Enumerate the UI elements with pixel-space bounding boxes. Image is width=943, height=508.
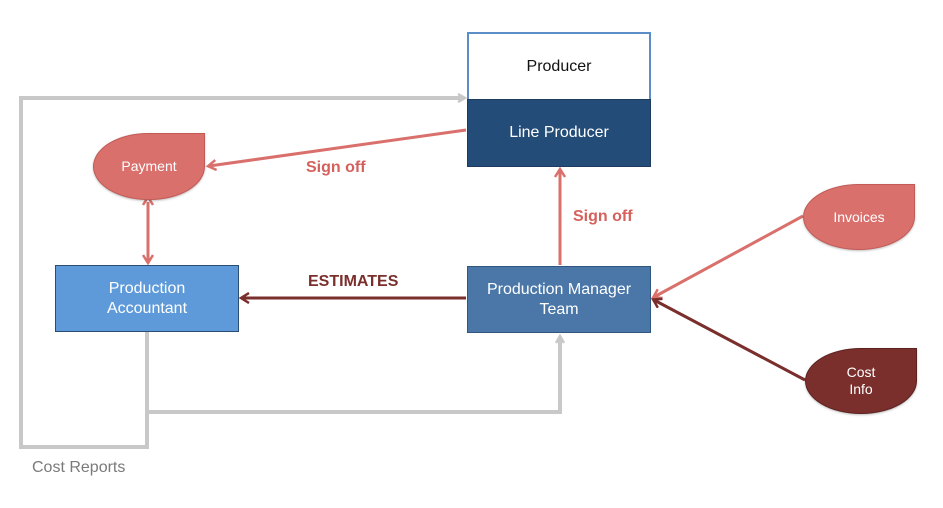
- producer-node: Producer: [467, 32, 651, 101]
- sign-off-label-line-producer: Sign off: [573, 208, 633, 225]
- connector-line-producer-to-payment: [209, 128, 467, 166]
- connector-invoices-to-pm-team: [654, 214, 804, 297]
- invoices-node: Invoices: [803, 184, 915, 250]
- line-producer-node: Line Producer: [467, 99, 651, 167]
- production-accountant-node: Production Accountant: [55, 265, 239, 332]
- connector-accountant-to-pm-team: [147, 337, 560, 414]
- connector-cost-reports-loop: [19, 98, 464, 449]
- connector-cost-info-to-pm-team: [654, 300, 806, 382]
- estimates-label: ESTIMATES: [308, 273, 399, 290]
- payment-node: Payment: [93, 133, 205, 200]
- production-manager-team-node: Production Manager Team: [467, 266, 651, 333]
- sign-off-label-payment: Sign off: [306, 159, 366, 176]
- cost-reports-label: Cost Reports: [32, 459, 126, 476]
- cost-info-node: Cost Info: [805, 348, 917, 414]
